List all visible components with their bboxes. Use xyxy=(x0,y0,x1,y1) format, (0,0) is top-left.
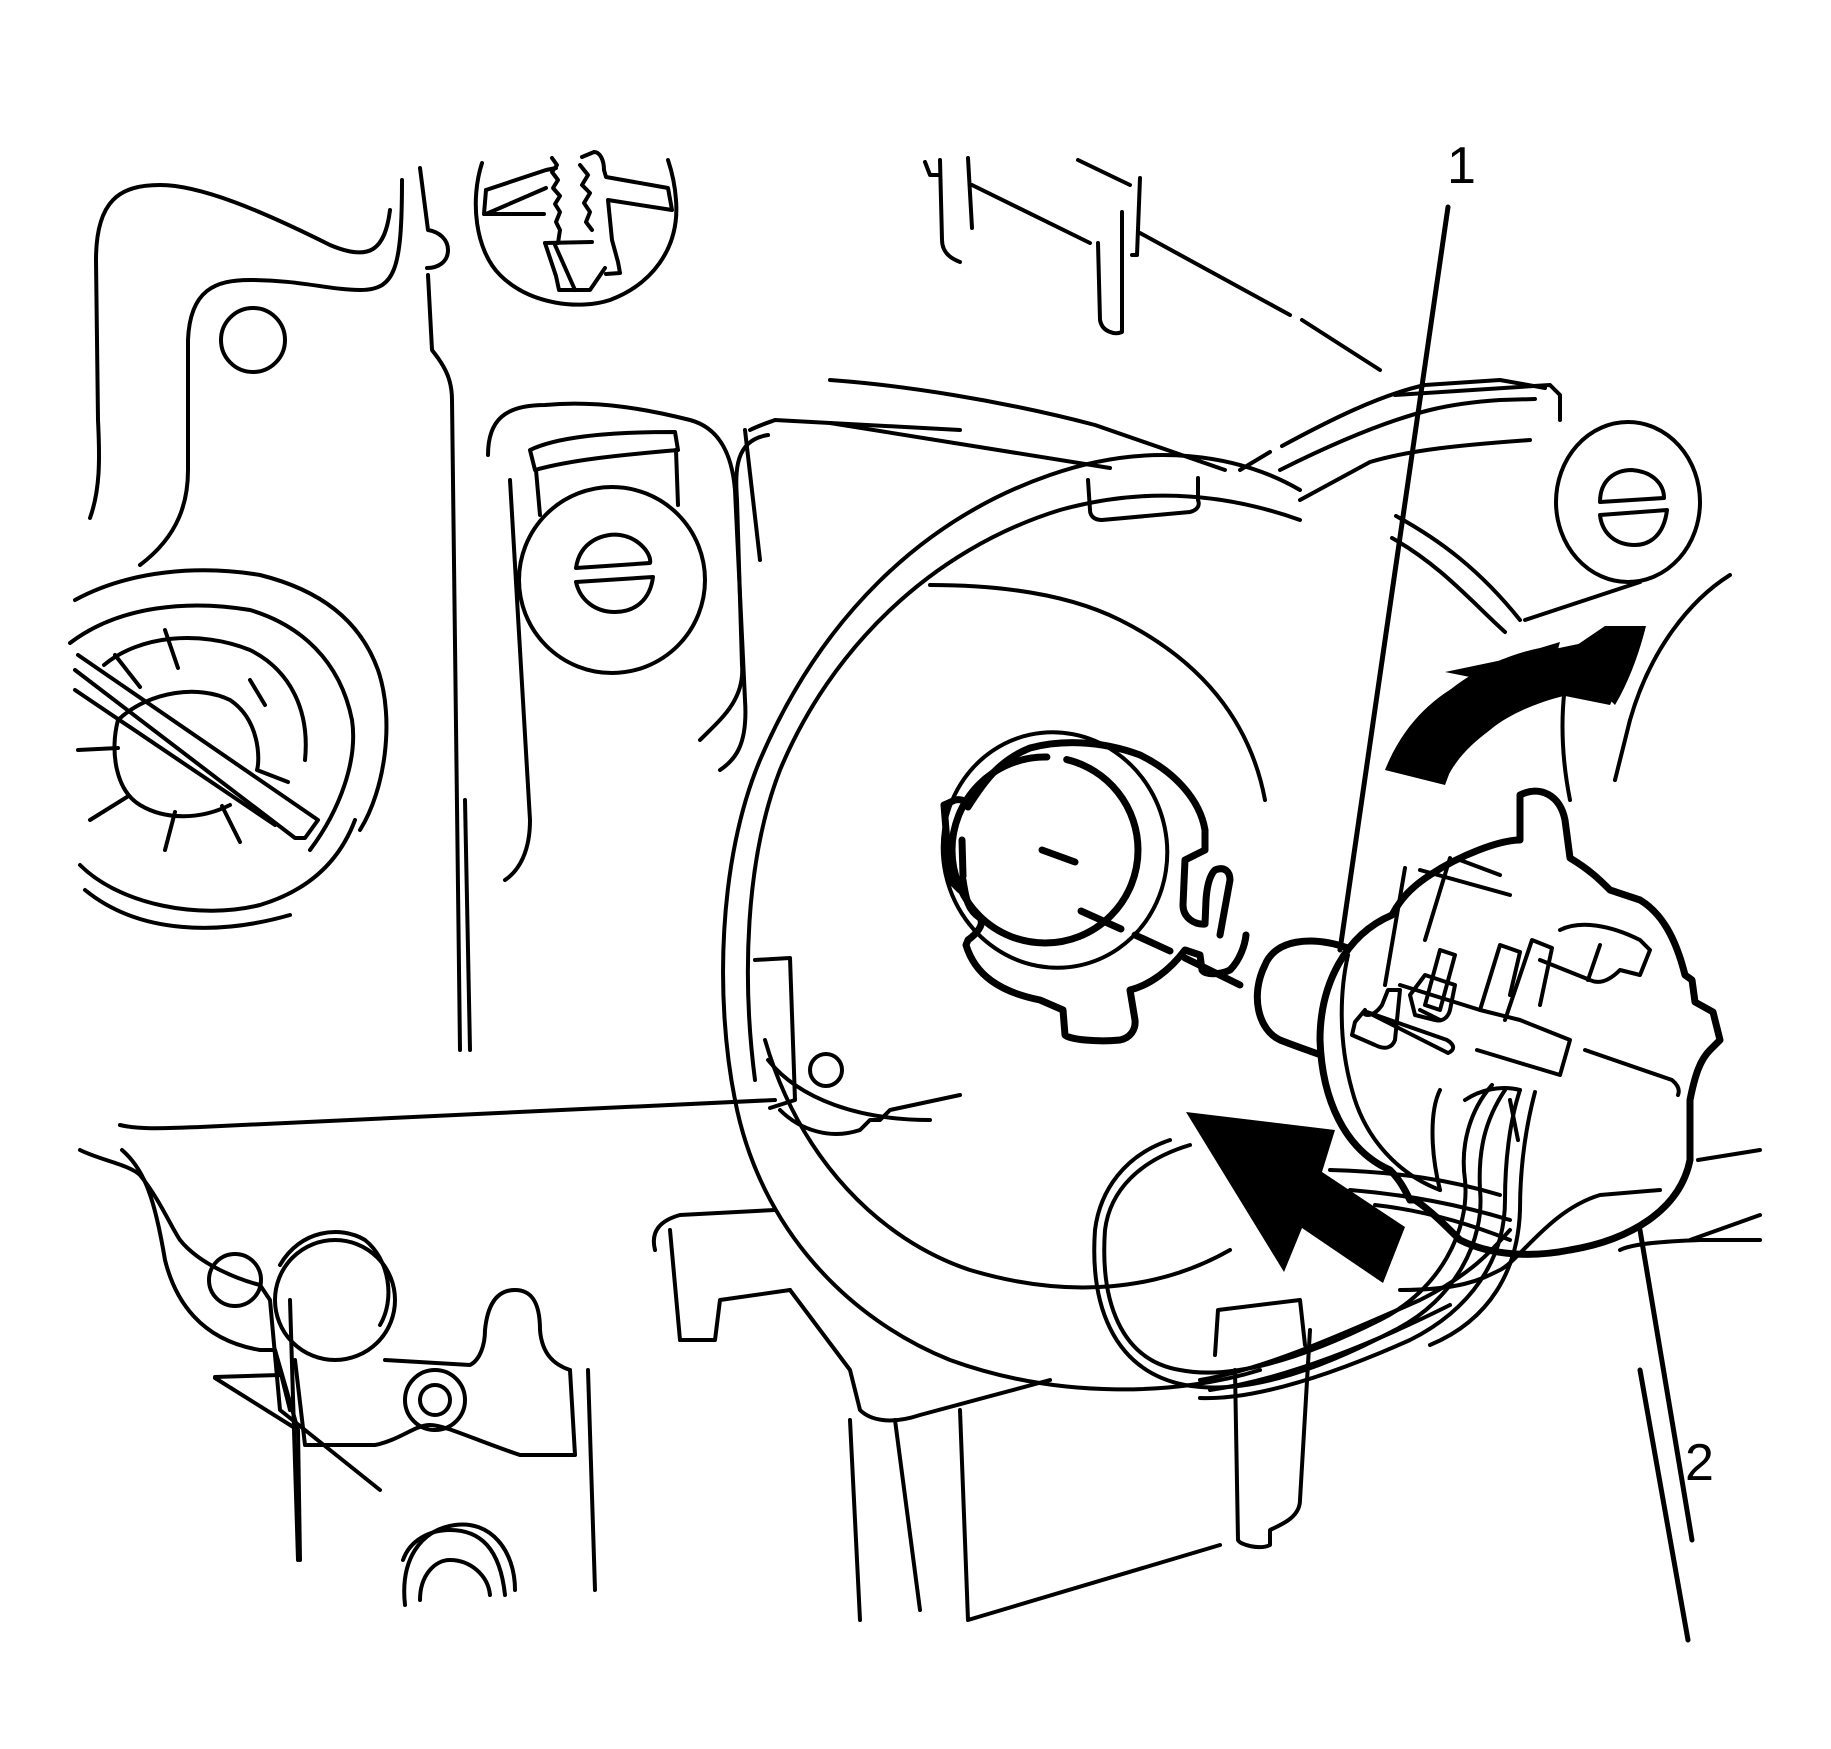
bulb-socket xyxy=(1316,787,1724,1258)
rotation-arrow-icon xyxy=(1385,626,1646,785)
right-screw-adjuster xyxy=(1390,383,1732,802)
callout-2-leader xyxy=(1637,1367,1691,1643)
left-screw-adjuster xyxy=(463,401,962,1052)
upper-housing-lines xyxy=(828,156,1547,502)
callout-leaders xyxy=(1337,204,1695,1643)
left-housing-bracket xyxy=(88,166,462,1052)
callout-2-label: 2 xyxy=(1685,1434,1714,1492)
callout-1-label: 1 xyxy=(1447,137,1476,195)
lamp-housing-opening xyxy=(698,428,1302,1392)
retaining-clip-detail xyxy=(473,150,679,307)
left-adjuster-assembly xyxy=(68,568,389,930)
bulb-seat xyxy=(940,730,1250,1045)
callout-1-leader xyxy=(1337,204,1451,953)
lower-housing xyxy=(78,1098,1762,1622)
insertion-arrow-icon xyxy=(1186,1112,1405,1283)
